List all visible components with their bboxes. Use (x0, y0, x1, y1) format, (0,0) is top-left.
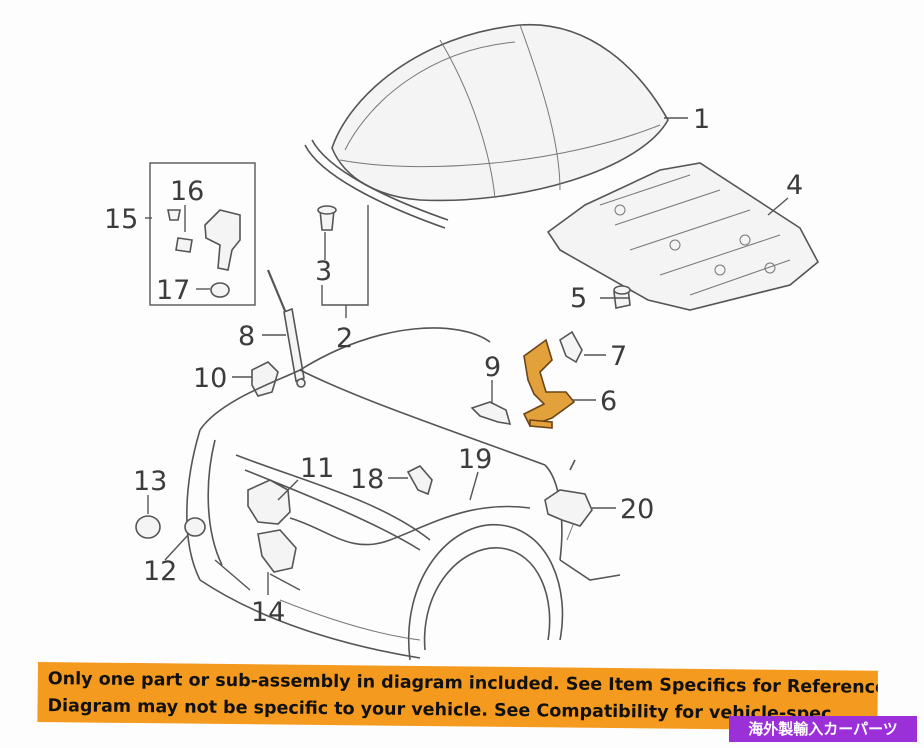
hood-hinge-highlighted (522, 338, 576, 429)
callout-7: 7 (610, 341, 627, 372)
callout-19: 19 (458, 444, 492, 475)
callout-2: 2 (336, 323, 353, 354)
hinge-bracket (470, 401, 512, 425)
hood-seal (304, 139, 449, 229)
callout-1: 1 (693, 104, 710, 135)
plug-and-grommet (135, 515, 206, 539)
splash-shield (546, 162, 820, 311)
callout-14: 14 (251, 597, 285, 628)
release-handle (544, 489, 593, 527)
seller-badge: 海外製輸入カーパーツ (729, 716, 917, 742)
push-clip (317, 205, 337, 231)
hinge-bumper (559, 330, 583, 364)
callout-13: 13 (133, 466, 167, 497)
callout-12: 12 (143, 556, 177, 587)
support-bracket (251, 361, 279, 397)
callout-16: 16 (170, 176, 204, 207)
callout-9: 9 (484, 352, 501, 383)
hood-latch (247, 479, 297, 573)
callout-18: 18 (350, 464, 384, 495)
callout-11: 11 (300, 453, 334, 484)
callout-3: 3 (315, 256, 332, 287)
hinge-kit-box (149, 162, 256, 306)
callout-4: 4 (786, 170, 803, 201)
callout-15: 15 (104, 204, 138, 235)
retainer-clip (613, 285, 631, 309)
hood-lift-support (266, 269, 306, 388)
callout-6: 6 (600, 386, 617, 417)
cable-clip (406, 465, 433, 496)
leader-lines (145, 117, 789, 595)
callout-numbers: 1 2 3 4 5 6 7 8 9 10 11 12 13 14 15 16 1… (104, 104, 803, 628)
release-cable (289, 505, 531, 546)
callout-8: 8 (238, 321, 255, 352)
callout-20: 20 (620, 494, 654, 525)
callout-17: 17 (156, 275, 190, 306)
callout-10: 10 (193, 363, 227, 394)
front-wheel (407, 524, 564, 661)
hood-panel (331, 23, 669, 202)
callout-5: 5 (570, 283, 587, 314)
